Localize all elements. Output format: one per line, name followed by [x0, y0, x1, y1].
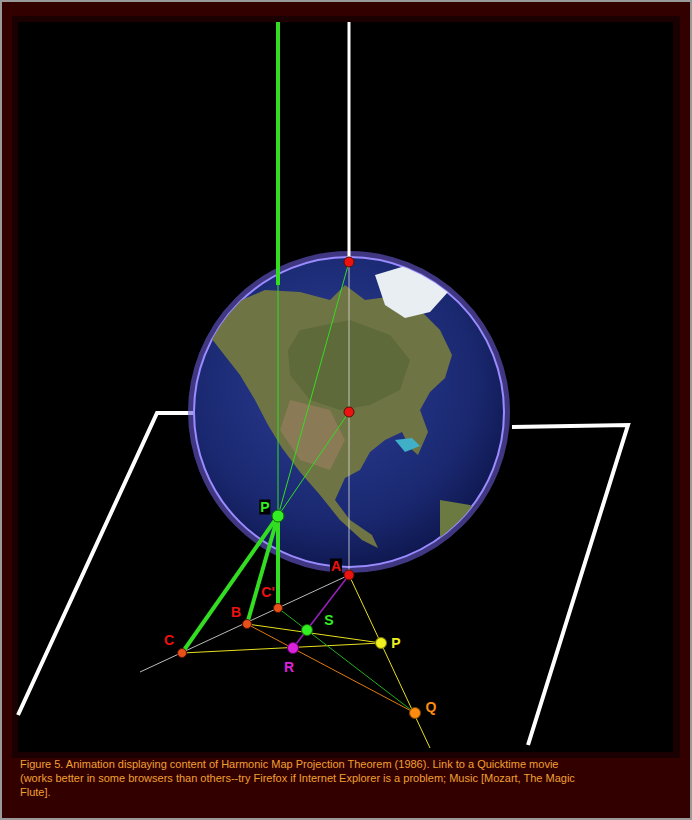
point-label: Q	[425, 700, 438, 715]
construction-lines	[140, 22, 430, 748]
point-label: S	[323, 613, 334, 628]
inner-frame	[12, 16, 680, 758]
figure-caption: Figure 5. Animation displaying content o…	[20, 757, 592, 799]
points	[178, 257, 421, 719]
point-label: C	[163, 633, 175, 648]
point-label: A	[330, 559, 342, 574]
point-label: R	[283, 660, 295, 675]
point-label: B	[230, 605, 242, 620]
point-label: C'	[260, 585, 275, 600]
point-label: P	[259, 500, 270, 515]
point-label: P	[390, 636, 401, 651]
globe	[191, 254, 507, 580]
black-panel	[18, 22, 673, 752]
